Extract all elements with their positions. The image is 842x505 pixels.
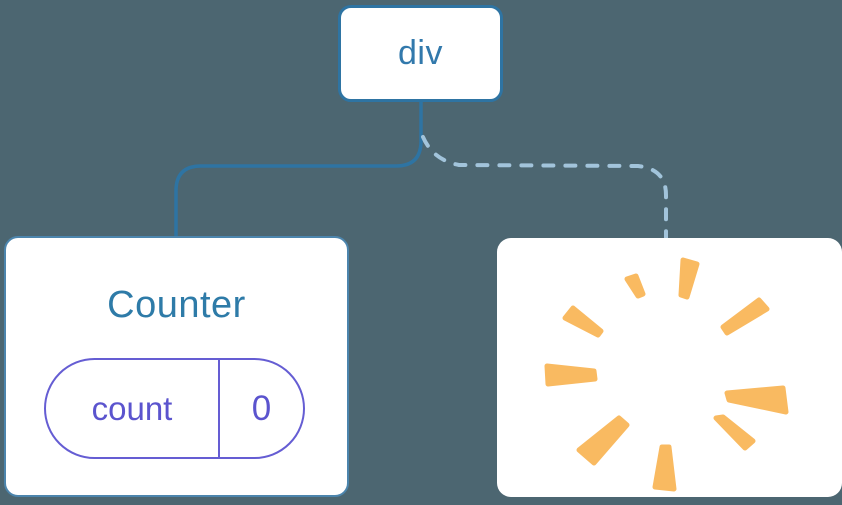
div-node-label: div xyxy=(398,34,443,72)
counter-card: Counter count 0 xyxy=(4,236,349,497)
solid-connector xyxy=(174,99,423,239)
poof-icon xyxy=(544,257,789,492)
state-key-label: count xyxy=(46,360,220,457)
state-pill: count 0 xyxy=(44,358,305,459)
counter-title: Counter xyxy=(107,284,246,326)
removed-card xyxy=(497,238,842,497)
tree-node-div: div xyxy=(338,5,503,102)
state-value: 0 xyxy=(251,388,272,428)
dashed-connector xyxy=(421,135,668,243)
